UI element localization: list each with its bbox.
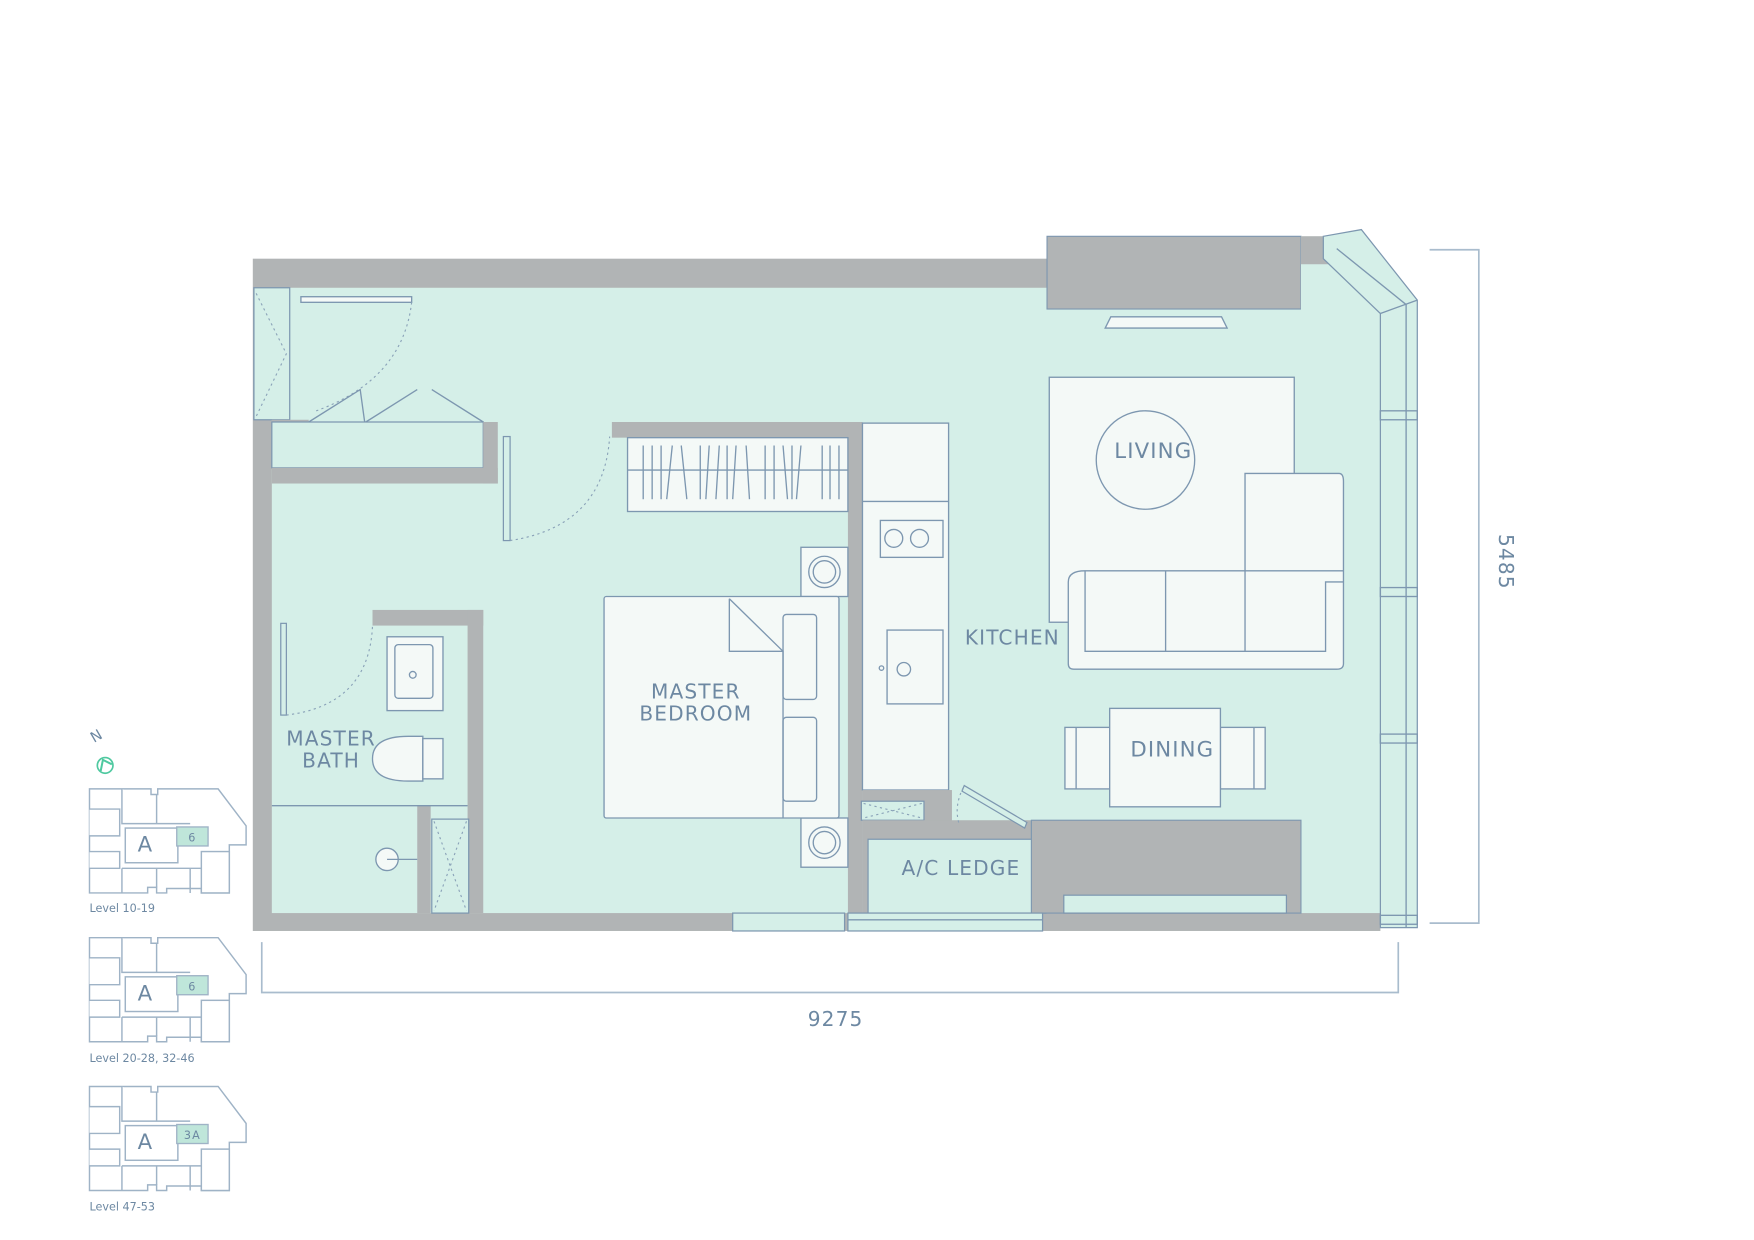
- dimension-depth: 5485: [1494, 534, 1518, 590]
- room-label-ac-ledge: A/C LEDGE: [901, 856, 1020, 880]
- keyplan-block: A: [138, 1130, 154, 1155]
- keyplan: A 6 Level 10-19: [88, 788, 247, 915]
- room-label-kitchen: KITCHEN: [965, 626, 1060, 650]
- keyplan-block: A: [138, 833, 154, 858]
- bedside-table: [800, 817, 849, 868]
- keyplan-level: Level 20-28, 32-46: [89, 1052, 194, 1065]
- dimension-width: 9275: [808, 1007, 864, 1031]
- shoe-cabinet: [300, 296, 413, 303]
- keyplan: A 3A Level 47-53: [88, 1085, 247, 1214]
- keyplan-unit: 6: [188, 831, 196, 844]
- sofa: [1067, 472, 1345, 670]
- tv-console: [1104, 316, 1229, 329]
- keyplan-level: Level 10-19: [89, 902, 155, 915]
- room-label-master-bath: BATH: [302, 749, 360, 773]
- dimension-line-width: [260, 942, 1400, 994]
- keyplan: A 6 Level 20-28, 32-46: [88, 936, 247, 1065]
- dimension-line-depth: [1429, 248, 1480, 924]
- window-east: [1322, 228, 1418, 929]
- toilet: [371, 735, 444, 782]
- room-label-master-bedroom: BEDROOM: [639, 702, 752, 726]
- room-label-master-bedroom: MASTER: [651, 679, 741, 703]
- room-label-dining: DINING: [1130, 737, 1214, 762]
- entrance-door: [253, 287, 291, 421]
- north-arrow-icon: N: [88, 727, 114, 775]
- bed: [603, 546, 849, 868]
- window-south: [732, 912, 846, 932]
- room-label-living: LIVING: [1114, 439, 1192, 464]
- keyplan-unit: 6: [188, 980, 196, 993]
- planter: [1063, 894, 1288, 914]
- keyplan-block: A: [138, 981, 154, 1006]
- coffee-table: [1095, 410, 1196, 510]
- dining-set: [1064, 707, 1266, 808]
- room-label-master-bath: MASTER: [286, 726, 376, 750]
- shower-window: [431, 818, 470, 914]
- foyer-closet: [271, 421, 484, 469]
- kitchen-counter: [861, 422, 950, 791]
- hob: [879, 519, 944, 559]
- wardrobe: [626, 436, 849, 513]
- ac-ledge: [867, 838, 1047, 914]
- svg-text:N: N: [88, 727, 106, 747]
- bedside-table: [800, 546, 849, 598]
- keyplan-level: Level 47-53: [89, 1201, 155, 1214]
- kitchen-sink: [886, 629, 944, 705]
- structural-column-top: [1046, 235, 1302, 310]
- keyplan-unit: 3A: [184, 1129, 201, 1142]
- window-south: [847, 912, 1044, 932]
